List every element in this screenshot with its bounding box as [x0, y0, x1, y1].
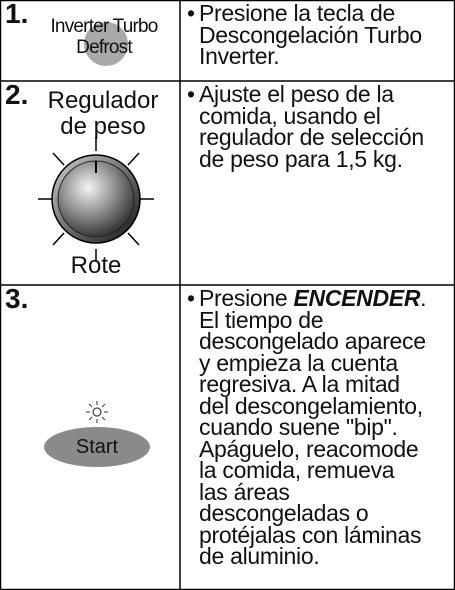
- step-1-line: Presione la tecla de: [199, 0, 396, 26]
- step-2-line: regulador de selección: [199, 124, 424, 150]
- step-1-left-cell: 1. Inverter Turbo Defrost: [0, 0, 179, 81]
- start-button[interactable]: Start: [44, 427, 150, 467]
- start-button-label: Start: [75, 435, 119, 458]
- button-label-line2: Defrost: [76, 37, 132, 58]
- step-3-text-cell: •Presione ENCENDER. El tiempo de descong…: [181, 285, 455, 590]
- step-3-line: cuando suene "bip".: [199, 414, 398, 440]
- step-3-prefix: Presione: [199, 285, 294, 311]
- step-1-number: 1.: [5, 0, 29, 29]
- weight-dial-label: Regulador de peso: [38, 88, 168, 140]
- bullet: •: [187, 81, 195, 107]
- weight-dial-icon[interactable]: [0, 81, 180, 285]
- step-2-text: •Ajuste el peso de la comida, usando el …: [187, 81, 453, 172]
- inverter-turbo-defrost-label: Inverter Turbo Defrost: [34, 16, 174, 58]
- sun-indicator-icon: [86, 401, 108, 423]
- step-3-line: El tiempo de: [199, 306, 324, 333]
- step-3-line: del descongelamiento,: [199, 392, 423, 419]
- step-3-line: las áreas: [199, 478, 290, 505]
- dial-label-line2: de peso: [60, 113, 146, 140]
- step-2-left-cell: 2. Regulador de peso: [0, 79, 180, 285]
- step-2-text-cell: •Ajuste el peso de la comida, usando el …: [181, 81, 455, 285]
- step-1-line: Inverter.: [199, 43, 280, 69]
- step-3-text: •Presione ENCENDER. El tiempo de descong…: [187, 285, 453, 569]
- dial-label-line1: Regulador: [47, 87, 159, 114]
- step-3-line: la comida, remueva: [199, 457, 395, 483]
- step-3-line: regresiva. A la mitad: [199, 371, 400, 397]
- step-2-line: Ajuste el peso de la: [199, 81, 394, 107]
- step-1-line: Descongelación Turbo: [199, 21, 422, 48]
- step-3-number: 3.: [5, 283, 29, 314]
- step-3-line: protéjalas con láminas: [199, 521, 422, 548]
- step-2-line: de peso para 1,5 kg.: [199, 145, 403, 172]
- step-3-suffix: .: [420, 285, 427, 311]
- button-label-line1: Inverter Turbo: [50, 16, 158, 37]
- step-3-left-cell: 3. Start: [0, 283, 179, 590]
- step-3-line: Apáguelo, reacomode: [199, 435, 419, 462]
- step-1-text-cell: •Presione la tecla de Descongelación Tur…: [181, 0, 455, 81]
- step-2-line: comida, usando el: [199, 102, 381, 129]
- inverter-turbo-defrost-button[interactable]: [84, 22, 128, 66]
- step-3-line: de aluminio.: [199, 543, 320, 569]
- step-2-number: 2.: [5, 79, 29, 110]
- bullet: •: [187, 285, 195, 311]
- encender-key-name: ENCENDER: [293, 285, 421, 311]
- step-3-line: descongelado aparece: [199, 328, 426, 354]
- bullet: •: [187, 0, 195, 26]
- step-1-text: •Presione la tecla de Descongelación Tur…: [187, 0, 453, 69]
- rotate-label: Rote: [70, 252, 122, 279]
- step-3-line: y empieza la cuenta: [199, 349, 398, 376]
- step-3-line: descongeladas o: [199, 500, 369, 526]
